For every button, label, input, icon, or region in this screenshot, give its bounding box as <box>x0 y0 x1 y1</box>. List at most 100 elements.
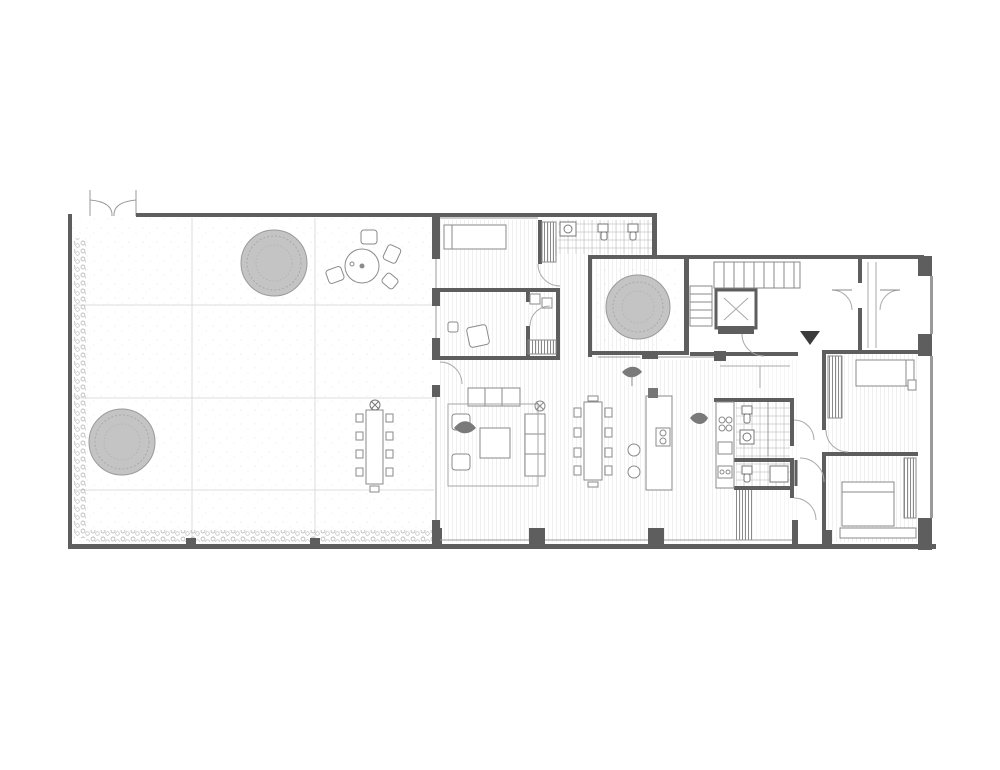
chair-icon <box>466 324 490 348</box>
closet <box>827 355 843 419</box>
coffee-table <box>479 427 511 459</box>
bed-icon <box>841 481 895 527</box>
chair-icon <box>573 407 582 418</box>
wall <box>822 350 918 354</box>
wall <box>790 398 794 446</box>
wall <box>826 452 918 456</box>
chair-icon <box>447 321 459 333</box>
dining <box>573 366 642 488</box>
study <box>447 293 557 355</box>
chair-icon <box>381 272 399 290</box>
wall <box>684 259 689 355</box>
door-icon <box>537 263 561 287</box>
sink-icon <box>655 427 671 447</box>
toilet-icon <box>597 223 609 241</box>
column <box>310 538 320 546</box>
chair-icon <box>587 395 599 402</box>
tree-icon <box>605 274 671 340</box>
wall <box>690 352 798 356</box>
wall <box>538 220 542 264</box>
chair-icon <box>573 465 582 476</box>
elevator <box>714 288 758 330</box>
plant-icon <box>534 400 546 412</box>
walls <box>68 213 936 550</box>
wall <box>790 458 794 498</box>
wall <box>792 520 798 544</box>
wall <box>858 259 862 283</box>
column <box>432 528 442 544</box>
column <box>529 528 545 544</box>
wall <box>918 334 932 356</box>
sink-icon <box>559 221 577 237</box>
bed-icon <box>855 359 915 387</box>
dining-table <box>583 401 603 481</box>
wall <box>526 288 530 302</box>
hedge-left <box>74 238 86 538</box>
wall <box>714 398 734 402</box>
stair-icon <box>689 261 801 327</box>
bedroom-1 <box>443 221 561 287</box>
sofa-icon <box>467 387 521 407</box>
wall <box>734 486 792 490</box>
chair-icon <box>604 427 613 438</box>
wall <box>858 308 862 350</box>
column <box>714 351 726 361</box>
chair-icon <box>382 244 402 264</box>
rug <box>447 403 539 487</box>
closet <box>527 339 557 355</box>
chair-icon <box>325 266 345 284</box>
chair-icon <box>604 447 613 458</box>
bathroom-top <box>555 220 652 256</box>
stool <box>627 465 641 479</box>
wall <box>440 288 560 292</box>
chair-icon <box>604 465 613 476</box>
wall <box>440 356 560 360</box>
elevator-base <box>718 326 754 334</box>
wall <box>822 452 826 544</box>
wall <box>432 217 440 259</box>
bathroom-2 <box>736 402 790 458</box>
stove-icon <box>718 416 733 432</box>
terrace-gate <box>89 190 137 217</box>
chair-icon <box>573 447 582 458</box>
wall <box>822 350 826 430</box>
column <box>648 528 664 544</box>
living-room <box>447 387 546 487</box>
wall <box>588 255 924 259</box>
terrace-dining-table <box>355 399 394 493</box>
door-icon <box>799 457 825 483</box>
plant-icon <box>690 412 708 424</box>
sink-icon <box>739 429 755 445</box>
sofa-icon <box>524 413 546 477</box>
toilet-icon <box>741 465 753 483</box>
wall <box>918 518 932 550</box>
bathroom-3 <box>736 462 790 486</box>
plant-icon <box>369 399 381 411</box>
toilet-icon <box>741 405 753 424</box>
arrow-down-icon <box>800 331 820 345</box>
wall <box>68 214 72 548</box>
chair-icon <box>604 407 613 418</box>
closet <box>541 221 557 263</box>
column <box>186 538 196 546</box>
wall <box>136 213 656 217</box>
chair-icon <box>587 481 599 488</box>
bed-icon <box>443 224 507 250</box>
terrace-table-set <box>325 229 402 290</box>
tree-icon <box>88 408 156 476</box>
plant-icon <box>622 366 642 386</box>
terrace <box>72 190 434 544</box>
hedge-bottom <box>86 530 432 542</box>
wall <box>734 398 792 402</box>
column <box>822 530 832 544</box>
chair-icon <box>360 229 378 245</box>
terrace-paving-joints <box>74 218 434 543</box>
wall <box>588 255 592 357</box>
wall <box>556 288 560 360</box>
door-icon <box>825 429 849 453</box>
plant-icon <box>454 421 476 434</box>
wall <box>432 385 440 397</box>
wall <box>592 351 689 355</box>
tree-icon <box>240 229 308 297</box>
wall <box>68 544 936 549</box>
